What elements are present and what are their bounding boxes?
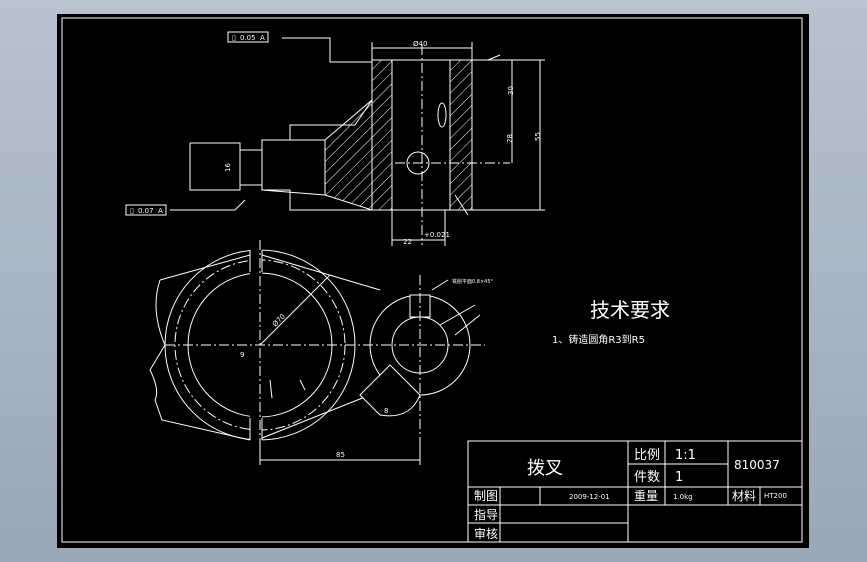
tol-top-value: 0.05: [240, 34, 256, 42]
part-name: 拨叉: [527, 458, 563, 479]
section-view: [170, 37, 545, 246]
drawing-sheet: [57, 14, 809, 548]
dim-h30: 30: [507, 86, 515, 95]
dim-dia-top: Ø40: [413, 40, 427, 48]
tol-left-ref: A: [158, 207, 163, 215]
boss-wall-right: [449, 59, 473, 211]
boss-wall-left: [371, 59, 393, 211]
tol-frame-left: [125, 204, 167, 216]
dim-9: 9: [240, 351, 244, 359]
material-label: 材料: [732, 489, 756, 503]
dim-h28: 28: [506, 134, 514, 143]
dim-h55: 55: [534, 132, 542, 141]
count-value: 1: [675, 470, 683, 485]
keyway-note: 铣削平面0.8×45°: [452, 278, 494, 285]
scale-label: 比例: [634, 448, 660, 463]
date: 2009-12-01: [569, 493, 610, 501]
tech-requirements-title: 技术要求: [590, 298, 670, 322]
tol-top-symbol: ▯: [232, 34, 236, 42]
dim-85: 85: [336, 451, 345, 459]
drawing-number: 810037: [734, 458, 780, 472]
weight-label: 重量: [634, 489, 658, 503]
weight-value: 1.0kg: [673, 493, 693, 501]
drawn-by-label: 制图: [474, 489, 498, 503]
tech-requirements-item: 1、铸造圆角R3到R5: [552, 333, 645, 346]
review-label: 审核: [474, 526, 498, 541]
title-block: [467, 440, 803, 543]
dim-16: 16: [224, 163, 232, 172]
material-value: HT200: [764, 492, 787, 500]
dim-22: 22: [403, 238, 412, 246]
guide-label: 指导: [474, 507, 498, 522]
tol-left-value: 0.07: [138, 207, 154, 215]
plan-view: [149, 240, 485, 465]
scale-value: 1:1: [675, 448, 696, 463]
count-label: 件数: [634, 470, 660, 485]
tol-left-symbol: ▯: [130, 207, 134, 215]
dim-8: 8: [384, 407, 388, 415]
tol-top-ref: A: [260, 34, 265, 42]
tol-frame-top: [227, 31, 269, 43]
dim-tol-bottom: +0.021: [424, 231, 450, 239]
sheet-border: [61, 17, 803, 543]
